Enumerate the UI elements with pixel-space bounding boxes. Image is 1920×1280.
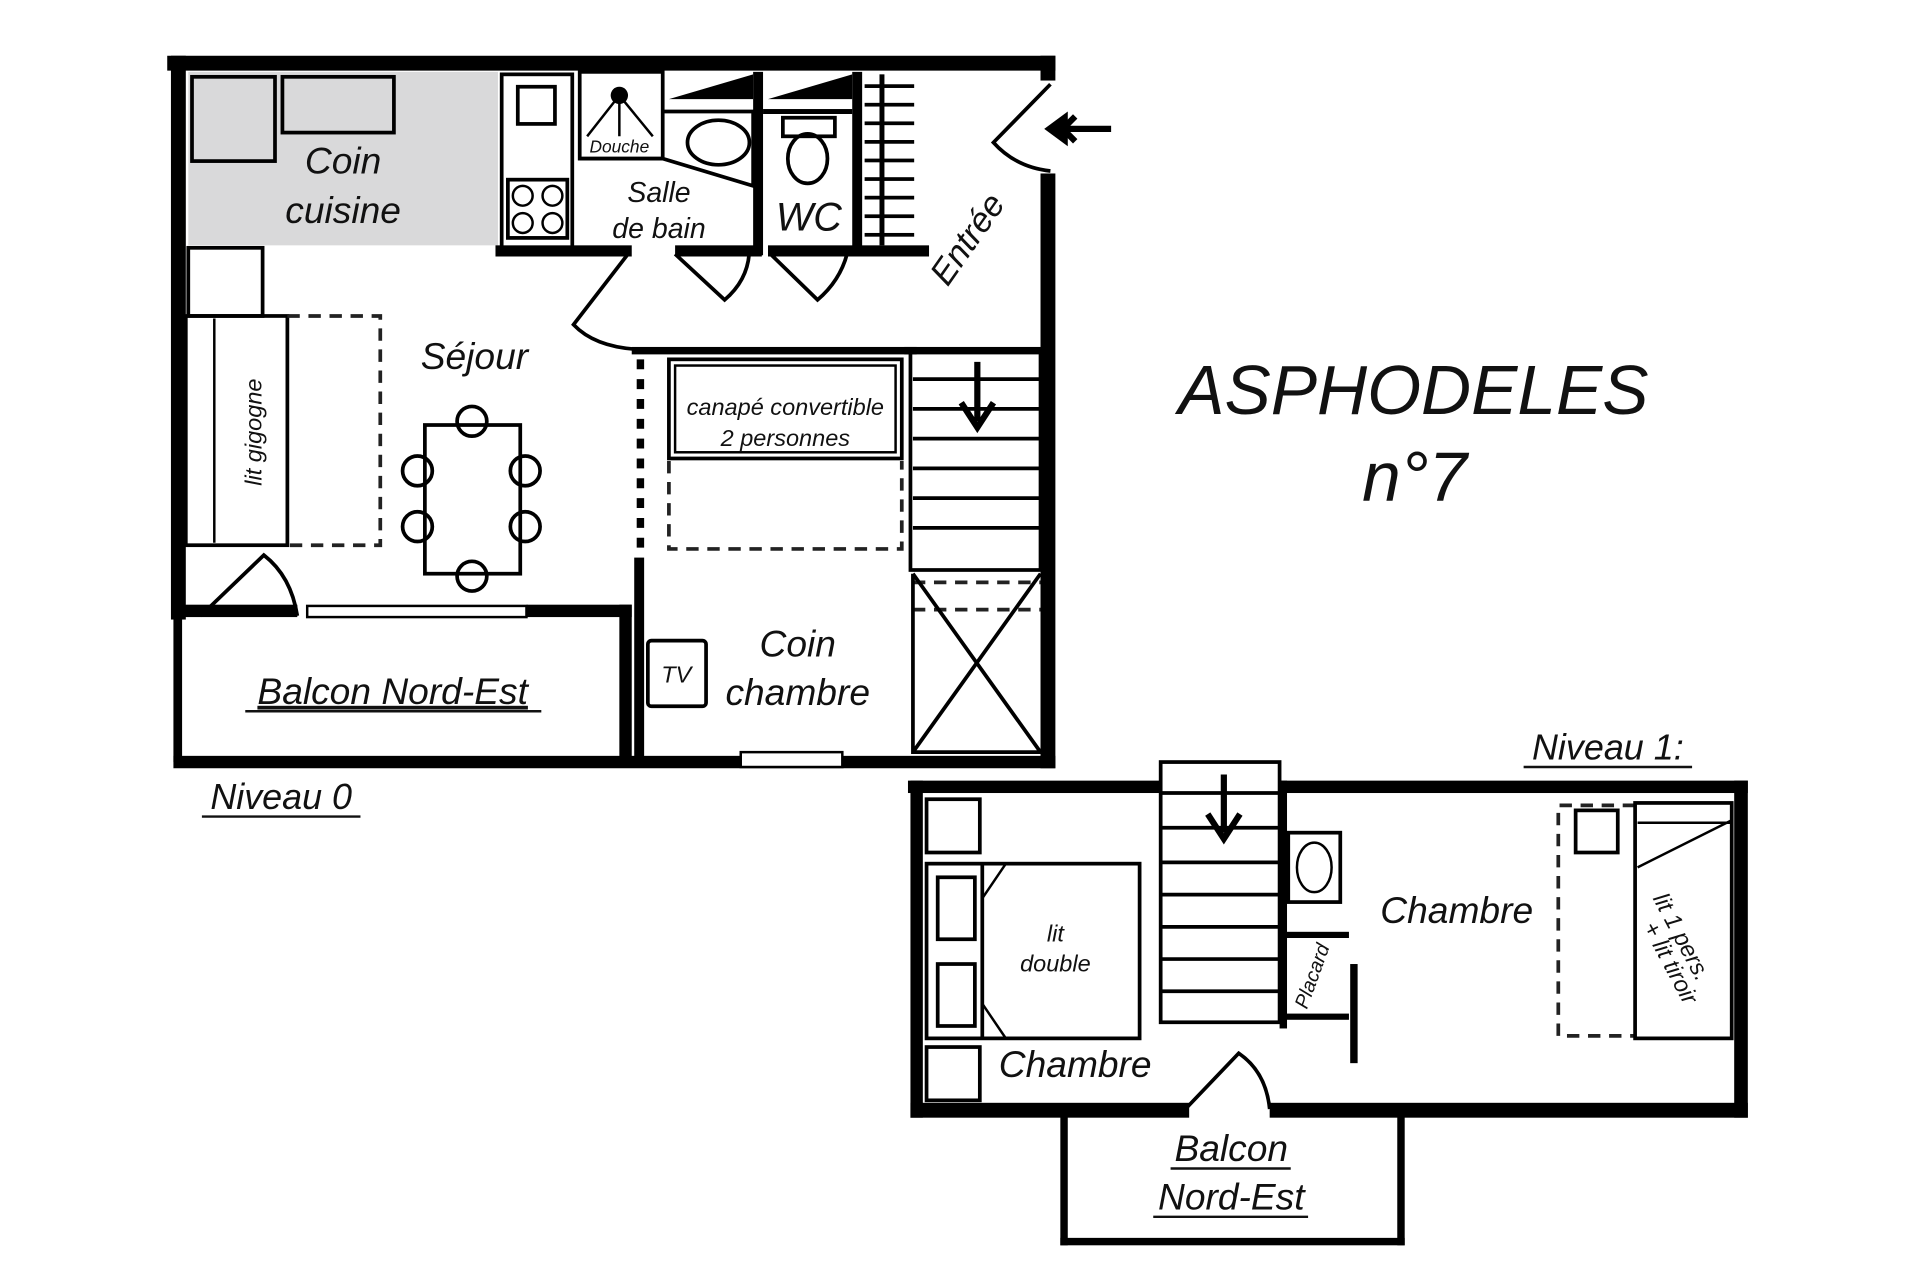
living-label: Séjour (421, 335, 530, 377)
kitchen-area (188, 71, 498, 246)
trundle-bed-label: lit gigogne (240, 378, 266, 485)
single-bed (1633, 801, 1734, 1041)
wc-label: WC (776, 195, 842, 239)
hob-icon (506, 177, 570, 240)
toilet-icon (785, 131, 830, 186)
nightstand (924, 797, 982, 855)
level-0-plan: Coin cuisine Douche Salle de bain WC (167, 55, 1112, 818)
shelving (864, 74, 915, 246)
entrance-door[interactable] (990, 82, 1052, 173)
void-under-stairs (911, 572, 1043, 754)
level-0-label: Niveau 0 (210, 776, 352, 817)
trundle-bed (183, 314, 290, 548)
sofa-bed-label: canapé convertible (687, 394, 884, 420)
kitchen-label: Coin (305, 139, 381, 181)
stairs-down-arrow-icon (958, 361, 997, 434)
nightstand (924, 1045, 982, 1103)
window (305, 604, 528, 619)
washbasin-icon (685, 118, 752, 167)
sofa-bed (667, 357, 904, 461)
residence-title: ASPHODELES (1174, 351, 1648, 429)
tv-label: TV (661, 662, 693, 688)
washbasin-icon (1286, 830, 1343, 904)
balcony-door[interactable] (199, 552, 300, 618)
tv (645, 638, 708, 709)
window-bedroom (739, 750, 844, 769)
sofa-bed-label-2: 2 personnes (720, 425, 851, 451)
double-bed-label: lit (1047, 921, 1065, 947)
shower-label: Douche (589, 136, 649, 156)
counter (499, 72, 575, 250)
bathroom-hall-door[interactable] (571, 252, 639, 352)
kitchen-label-2: cuisine (285, 189, 401, 231)
dining-table (400, 404, 542, 593)
balcony-label-level-1: Balcon (1174, 1127, 1288, 1169)
balcony-label: Balcon Nord-Est (257, 670, 529, 712)
staircase-level-1 (1158, 760, 1282, 1025)
bathroom-label-2: de bain (612, 213, 705, 245)
double-bed (924, 861, 1142, 1041)
balcony-door-level-1[interactable] (1184, 1050, 1272, 1111)
bedroom-corner-label-2: chambre (725, 671, 870, 713)
double-bed-label-2: double (1020, 950, 1091, 976)
bedroom-right-label: Chambre (1380, 889, 1533, 931)
entrance-arrow-icon (1060, 114, 1112, 144)
bathroom-door[interactable] (673, 247, 752, 303)
closet-label: Placard (1291, 940, 1335, 1012)
fridge (190, 74, 277, 163)
balcony-label-level-1-2: Nord-Est (1158, 1175, 1306, 1217)
bedroom-corner-label: Coin (760, 623, 836, 665)
staircase (908, 348, 1043, 572)
level-1-plan: lit double Chambre Placard Chambre lit 1… (907, 727, 1748, 1246)
wc-door[interactable] (769, 247, 851, 303)
bedroom-left-label: Chambre (999, 1043, 1152, 1085)
sink-icon (515, 84, 557, 126)
level-1-label: Niveau 1: (1532, 727, 1684, 768)
stairs-down-arrow-icon (1205, 774, 1243, 845)
bathroom-label: Salle (627, 177, 690, 209)
entrance-label: Entrée (923, 187, 1013, 292)
oven (280, 74, 396, 135)
apartment-number: n°7 (1362, 438, 1469, 516)
